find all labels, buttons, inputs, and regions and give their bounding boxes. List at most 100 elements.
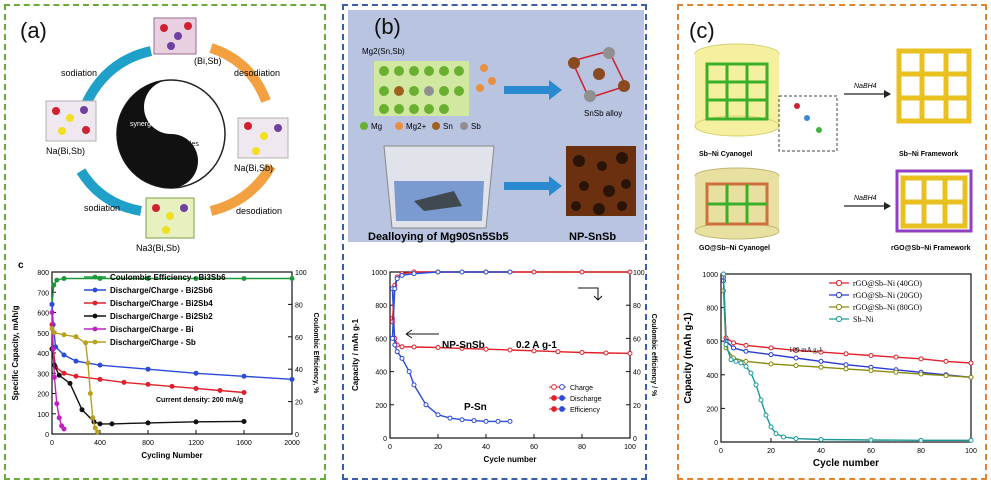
y-tick-label: 200: [375, 403, 387, 410]
legend-marker: [551, 384, 557, 390]
y-tick-label: 0: [383, 436, 387, 443]
x-tick-label: 40: [482, 444, 490, 451]
panel-label-b: (b): [374, 14, 401, 39]
data-point: [121, 379, 127, 385]
data-point: [92, 425, 98, 431]
legend-label: Discharge: [570, 396, 602, 403]
schematic-c: NaBH4 Sb–Ni Cyanogel Sb–Ni Framework NaB…: [694, 43, 973, 252]
data-point: [169, 383, 175, 389]
y2-tick-label: 0: [633, 436, 637, 443]
data-point: [145, 420, 151, 426]
panel-c: (c) NaBH4 Sb–Ni Cyanogel Sb–Ni Framework: [677, 4, 987, 480]
annotation: 100 mA g-1: [789, 346, 823, 354]
svg-text:NaBH4: NaBH4: [854, 195, 877, 202]
y-tick-label: 700: [37, 290, 49, 297]
svg-text:Sb–Ni Cyanogel: Sb–Ni Cyanogel: [699, 151, 752, 158]
data-point: [145, 366, 151, 372]
data-point: [73, 334, 79, 340]
svg-text:Dealloying of Mg90Sn5Sb5: Dealloying of Mg90Sn5Sb5: [368, 231, 509, 243]
data-point: [968, 437, 974, 443]
snsb-cell-icon: [568, 47, 630, 102]
svg-text:Sb: Sb: [471, 122, 481, 131]
data-point: [50, 346, 56, 352]
svg-text:Na(Bi,Sb): Na(Bi,Sb): [46, 146, 85, 156]
data-point: [459, 345, 465, 351]
legend-marker: [559, 395, 565, 401]
data-point: [399, 272, 405, 278]
data-point: [507, 418, 513, 424]
y2-axis-label: Coulombic Efficiency, %: [312, 313, 319, 395]
data-point: [97, 362, 103, 368]
x-tick-label: 60: [867, 448, 875, 455]
data-point: [968, 374, 974, 380]
svg-text:GO@Sb–Ni Cyanogel: GO@Sb–Ni Cyanogel: [699, 245, 770, 252]
legend-label: rGO@Sb–Ni (20GO): [853, 291, 922, 300]
panel-sub-label: c: [18, 260, 24, 271]
svg-text:Sb–Ni Framework: Sb–Ni Framework: [899, 151, 958, 158]
data-point: [145, 381, 151, 387]
legend-label: Discharge/Charge - Bi2Sb6: [110, 286, 213, 295]
svg-text:Mg2(Sn,Sb): Mg2(Sn,Sb): [362, 47, 405, 56]
x-tick-label: 400: [94, 440, 106, 447]
data-point: [289, 275, 295, 281]
data-point: [435, 345, 441, 351]
data-point: [145, 275, 151, 281]
data-point: [763, 412, 769, 418]
data-point: [51, 374, 57, 380]
cyanogel-cylinder-icon: [694, 43, 780, 137]
legend-marker: [551, 406, 557, 412]
arrow-left-icon: [405, 329, 439, 339]
data-point: [781, 434, 786, 440]
legend-marker: [92, 326, 98, 332]
x-tick-label: 60: [530, 444, 538, 451]
series-line: [51, 328, 99, 433]
series-line: [722, 273, 971, 442]
data-point: [459, 417, 465, 423]
data-point: [241, 373, 247, 379]
legend-marker: [835, 279, 843, 287]
data-point: [843, 362, 849, 368]
svg-text:sodiation: sodiation: [61, 68, 97, 78]
y-tick-label: 1000: [702, 272, 718, 279]
data-point: [868, 437, 874, 443]
data-point: [73, 358, 79, 364]
legend-label: Discharge/Charge - Bi2Sb4: [110, 299, 213, 308]
data-point: [193, 385, 199, 391]
data-point: [49, 326, 55, 332]
y2-tick-label: 100: [633, 270, 645, 277]
plot-frame: [51, 271, 293, 435]
data-point: [748, 370, 754, 376]
data-point: [918, 437, 924, 443]
data-point: [843, 366, 849, 372]
y-tick-label: 800: [706, 306, 718, 313]
y2-tick-label: 80: [295, 302, 303, 309]
data-point: [79, 407, 85, 413]
legend-marker: [835, 303, 843, 311]
go-cyanogel-cylinder-icon: [694, 167, 780, 240]
series-line: [722, 277, 972, 364]
annotation: Current density: 200 mA/g: [156, 397, 243, 404]
data-point: [768, 352, 774, 358]
panel-b: (b) Mg2(Sn,Sb) Mg Mg2+ Sn Sb SnSb alloy: [342, 4, 657, 480]
data-point: [893, 369, 899, 375]
svg-text:Sn: Sn: [443, 122, 453, 131]
data-point: [399, 344, 405, 350]
desodiation-arrow-bottom: [209, 163, 276, 216]
data-point: [868, 352, 874, 358]
data-point: [507, 347, 513, 353]
svg-text:NaBH4: NaBH4: [854, 83, 877, 90]
data-point: [193, 275, 199, 281]
data-point: [627, 269, 633, 275]
data-point: [87, 391, 93, 396]
x-tick-label: 0: [50, 440, 54, 447]
y-tick-label: 1000: [371, 270, 387, 277]
legend-marker: [92, 300, 98, 306]
y2-axis-label: Coulombic efficiency / %: [650, 314, 657, 397]
y-tick-label: 600: [375, 336, 387, 343]
svg-text:Na(Bi,Sb): Na(Bi,Sb): [234, 163, 273, 173]
legend-label: Sb–Ni: [853, 315, 874, 324]
mg-lattice-icon: [374, 61, 469, 116]
